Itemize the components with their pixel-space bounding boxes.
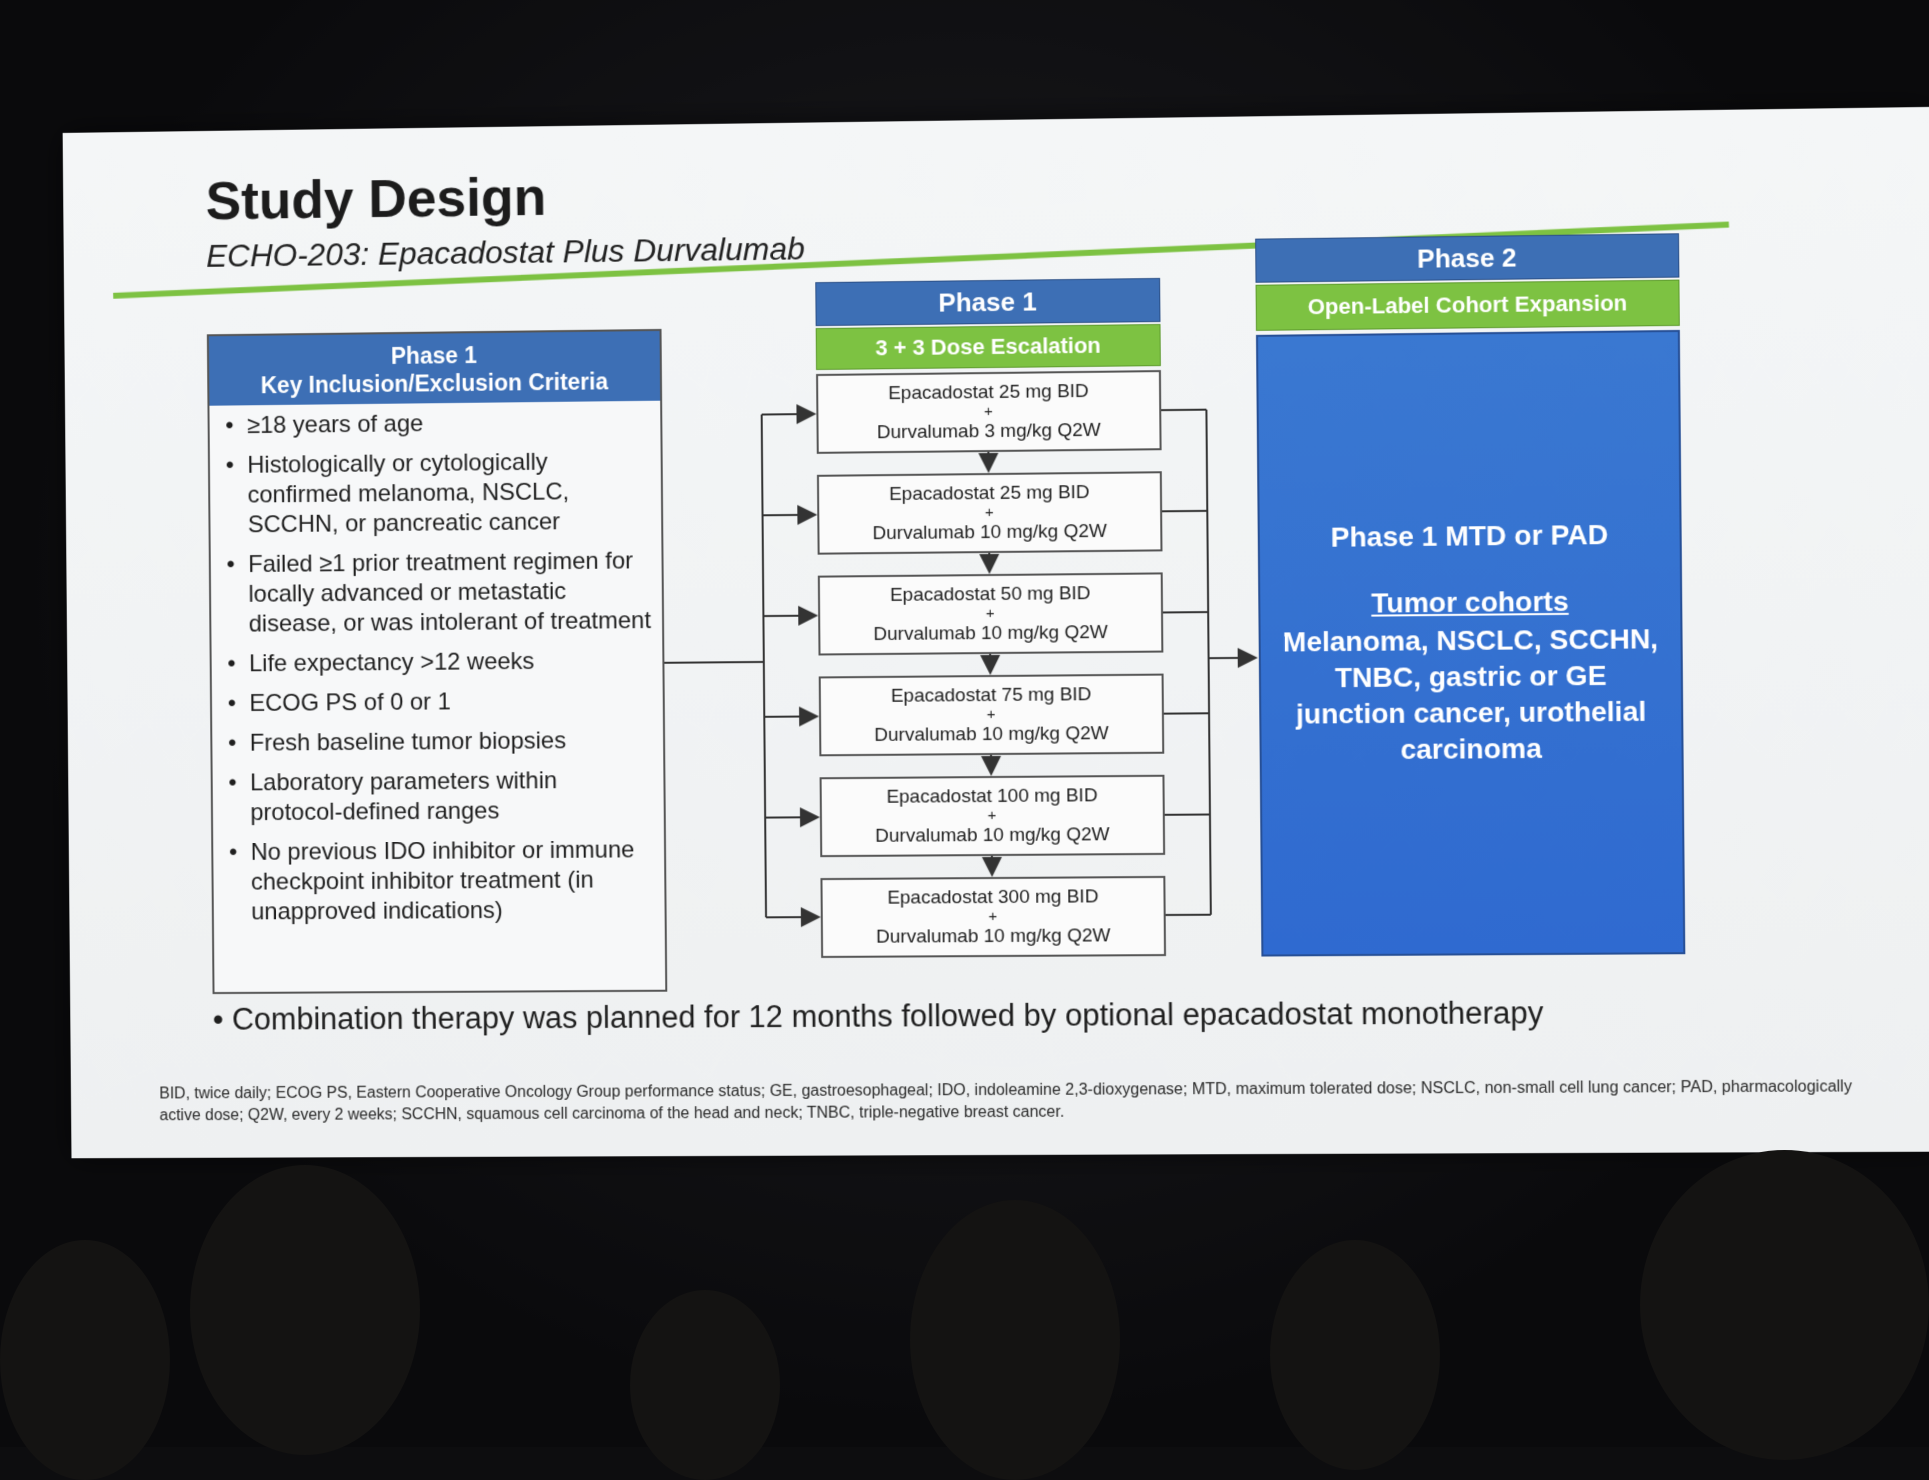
arrow-to-dose <box>762 414 815 415</box>
presentation-room: Study Design ECHO-203: Epacadostat Plus … <box>0 0 1929 1447</box>
phase1-header: Phase 1 <box>815 278 1160 326</box>
tumor-cohorts-list: Melanoma, NSCLC, SCCHN, TNBC, gastric or… <box>1261 621 1682 769</box>
phase2-cohort-box: Phase 1 MTD or PAD Tumor cohorts Melanom… <box>1256 330 1685 957</box>
epacadostat-dose: Epacadostat 75 mg BID <box>821 684 1162 708</box>
dose-level-box: Epacadostat 25 mg BID + Durvalumab 10 mg… <box>817 471 1163 554</box>
connector-line <box>762 415 766 918</box>
dose-level-box: Epacadostat 75 mg BID + Durvalumab 10 mg… <box>819 674 1165 757</box>
plus-sign: + <box>822 806 1163 826</box>
phase2-subheader: Open-Label Cohort Expansion <box>1256 280 1680 331</box>
durvalumab-dose: Durvalumab 10 mg/kg Q2W <box>822 824 1163 847</box>
dose-level-box: Epacadostat 100 mg BID + Durvalumab 10 m… <box>820 775 1166 857</box>
audience-head <box>190 1165 420 1455</box>
audience-head <box>910 1200 1120 1480</box>
tumor-cohorts-title: Tumor cohorts <box>1260 585 1680 621</box>
audience-head <box>630 1290 780 1480</box>
durvalumab-dose: Durvalumab 10 mg/kg Q2W <box>821 723 1162 747</box>
abbreviations-footnote: BID, twice daily; ECOG PS, Eastern Coope… <box>159 1076 1859 1127</box>
audience-head <box>0 1240 170 1480</box>
connector-line <box>664 662 763 663</box>
slide: Study Design ECHO-203: Epacadostat Plus … <box>63 107 1929 1158</box>
dose-level-box: Epacadostat 300 mg BID + Durvalumab 10 m… <box>820 876 1166 958</box>
dose-level-box: Epacadostat 25 mg BID + Durvalumab 3 mg/… <box>816 370 1162 454</box>
phase2-header: Phase 2 <box>1255 233 1679 283</box>
durvalumab-dose: Durvalumab 3 mg/kg Q2W <box>818 419 1159 444</box>
phase2-dose-rule: Phase 1 MTD or PAD <box>1260 518 1680 554</box>
dose-level-box: Epacadostat 50 mg BID + Durvalumab 10 mg… <box>818 572 1164 655</box>
connector-line <box>1206 410 1210 915</box>
durvalumab-dose: Durvalumab 10 mg/kg Q2W <box>820 622 1161 646</box>
durvalumab-dose: Durvalumab 10 mg/kg Q2W <box>823 925 1164 948</box>
audience-head <box>1270 1240 1440 1470</box>
epacadostat-dose: Epacadostat 100 mg BID <box>822 785 1163 808</box>
arrow-to-dose <box>763 515 816 516</box>
audience-head <box>1640 1150 1929 1460</box>
epacadostat-dose: Epacadostat 300 mg BID <box>823 886 1164 909</box>
plus-sign: + <box>823 907 1164 927</box>
combination-note: • Combination therapy was planned for 12… <box>213 995 1544 1038</box>
phase1-subheader: 3 + 3 Dose Escalation <box>816 324 1161 370</box>
durvalumab-dose: Durvalumab 10 mg/kg Q2W <box>819 520 1160 544</box>
